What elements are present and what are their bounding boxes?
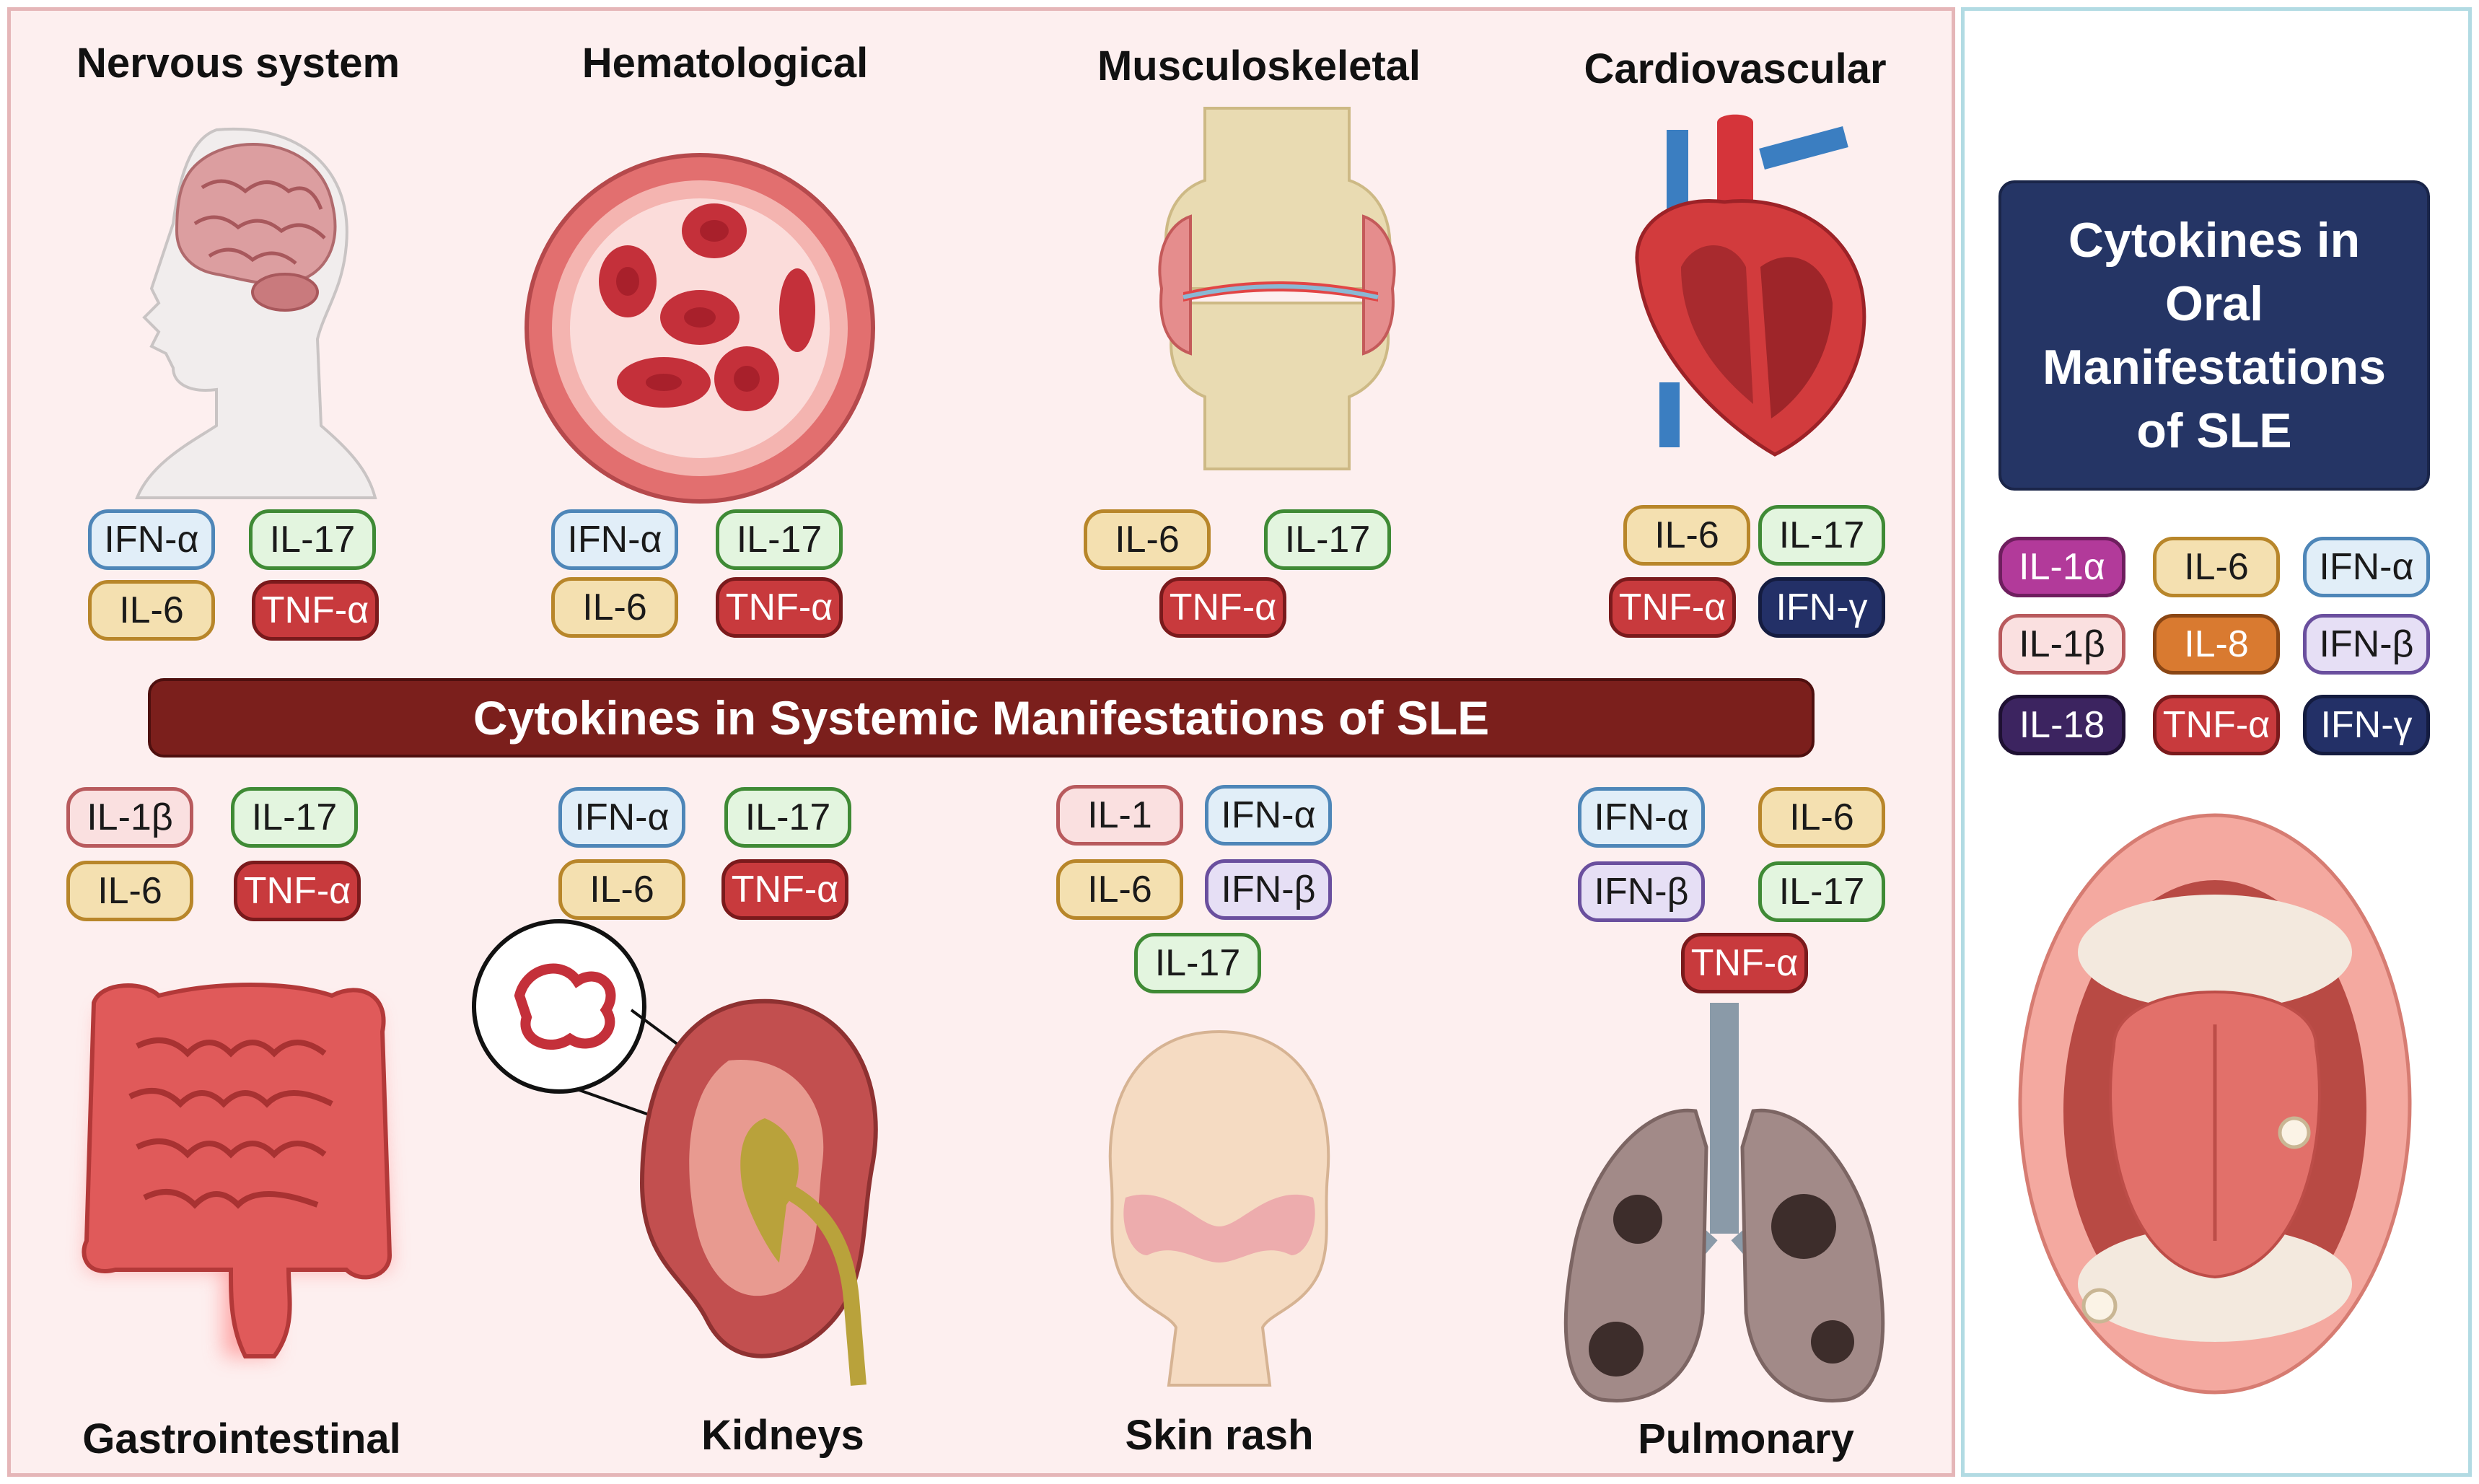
cytokine-chip-gastrointestinal: IL-17 [231, 787, 358, 848]
cytokine-chip-kidneys: TNF-α [721, 859, 848, 920]
oral-title-box: Cytokines in Oral Manifestations of SLE [1998, 180, 2430, 491]
cytokine-chip-oral: IL-6 [2153, 537, 2280, 597]
intestines-icon [82, 983, 392, 1358]
skin-rash-head-icon [1108, 1029, 1330, 1387]
lungs-icon [1563, 1003, 1885, 1402]
cytokine-chip-hematological: IL-6 [551, 577, 678, 638]
systemic-banner: Cytokines in Systemic Manifestations of … [148, 678, 1815, 758]
cytokine-chip-gastrointestinal: IL-1β [66, 787, 193, 848]
cytokine-chip-skin: IL-1 [1056, 785, 1183, 846]
cytokine-chip-cardiovascular: IL-17 [1758, 505, 1885, 566]
cytokine-chip-nervous: IFN-α [88, 509, 215, 570]
cytokine-chip-oral: IFN-α [2303, 537, 2430, 597]
cytokine-chip-cardiovascular: IFN-γ [1758, 577, 1885, 638]
cytokine-chip-oral: IFN-β [2303, 614, 2430, 675]
cytokine-chip-musculoskeletal: TNF-α [1159, 577, 1286, 638]
cytokine-chip-oral: TNF-α [2153, 695, 2280, 755]
organ-label-kidneys: Kidneys [701, 1412, 864, 1459]
cytokine-chip-cardiovascular: TNF-α [1609, 577, 1736, 638]
organ-label-pulmonary: Pulmonary [1638, 1415, 1854, 1462]
organ-label-nervous: Nervous system [76, 40, 400, 87]
kidney-icon [472, 919, 878, 1386]
cytokine-chip-pulmonary: IL-17 [1758, 861, 1885, 922]
cytokine-chip-skin: IL-6 [1056, 859, 1183, 920]
organ-label-cardiovascular: Cardiovascular [1584, 45, 1887, 92]
cytokine-chip-pulmonary: TNF-α [1681, 933, 1808, 993]
cytokine-chip-oral: IL-18 [1998, 695, 2125, 755]
cytokine-chip-oral: IL-1β [1998, 614, 2125, 675]
organ-label-gastrointestinal: Gastrointestinal [82, 1415, 401, 1462]
heart-icon [1635, 114, 1866, 457]
cytokine-chip-nervous: IL-17 [249, 509, 376, 570]
cytokine-chip-oral: IFN-γ [2303, 695, 2430, 755]
cytokine-chip-nervous: TNF-α [252, 580, 379, 641]
cytokine-chip-oral: IL-8 [2153, 614, 2280, 675]
cytokine-chip-nervous: IL-6 [88, 580, 215, 641]
cytokine-chip-skin: IFN-α [1205, 785, 1332, 846]
cytokine-chip-musculoskeletal: IL-17 [1264, 509, 1391, 570]
cytokine-chip-hematological: IL-17 [716, 509, 843, 570]
cytokine-chip-hematological: IFN-α [551, 509, 678, 570]
cytokine-chip-gastrointestinal: IL-6 [66, 861, 193, 921]
cytokine-chip-skin: IFN-β [1205, 859, 1332, 920]
knee-joint-icon [1158, 107, 1396, 470]
head-brain-icon [135, 127, 377, 499]
cytokine-chip-skin: IL-17 [1134, 933, 1261, 993]
cytokine-chip-musculoskeletal: IL-6 [1084, 509, 1211, 570]
cytokine-chip-pulmonary: IFN-α [1578, 787, 1705, 848]
cytokine-chip-hematological: TNF-α [716, 577, 843, 638]
cytokine-chip-kidneys: IL-17 [724, 787, 851, 848]
cytokine-chip-pulmonary: IL-6 [1758, 787, 1885, 848]
cytokine-chip-kidneys: IFN-α [558, 787, 685, 848]
organ-label-musculoskeletal: Musculoskeletal [1097, 43, 1421, 89]
organ-label-hematological: Hematological [582, 40, 869, 87]
open-mouth-icon [2018, 813, 2412, 1395]
cytokine-chip-gastrointestinal: TNF-α [234, 861, 361, 921]
cytokine-chip-kidneys: IL-6 [558, 859, 685, 920]
blood-vessel-icon [525, 153, 875, 504]
cytokine-chip-cardiovascular: IL-6 [1623, 505, 1750, 566]
cytokine-chip-oral: IL-1α [1998, 537, 2125, 597]
cytokine-chip-pulmonary: IFN-β [1578, 861, 1705, 922]
organ-label-skin: Skin rash [1125, 1412, 1314, 1459]
